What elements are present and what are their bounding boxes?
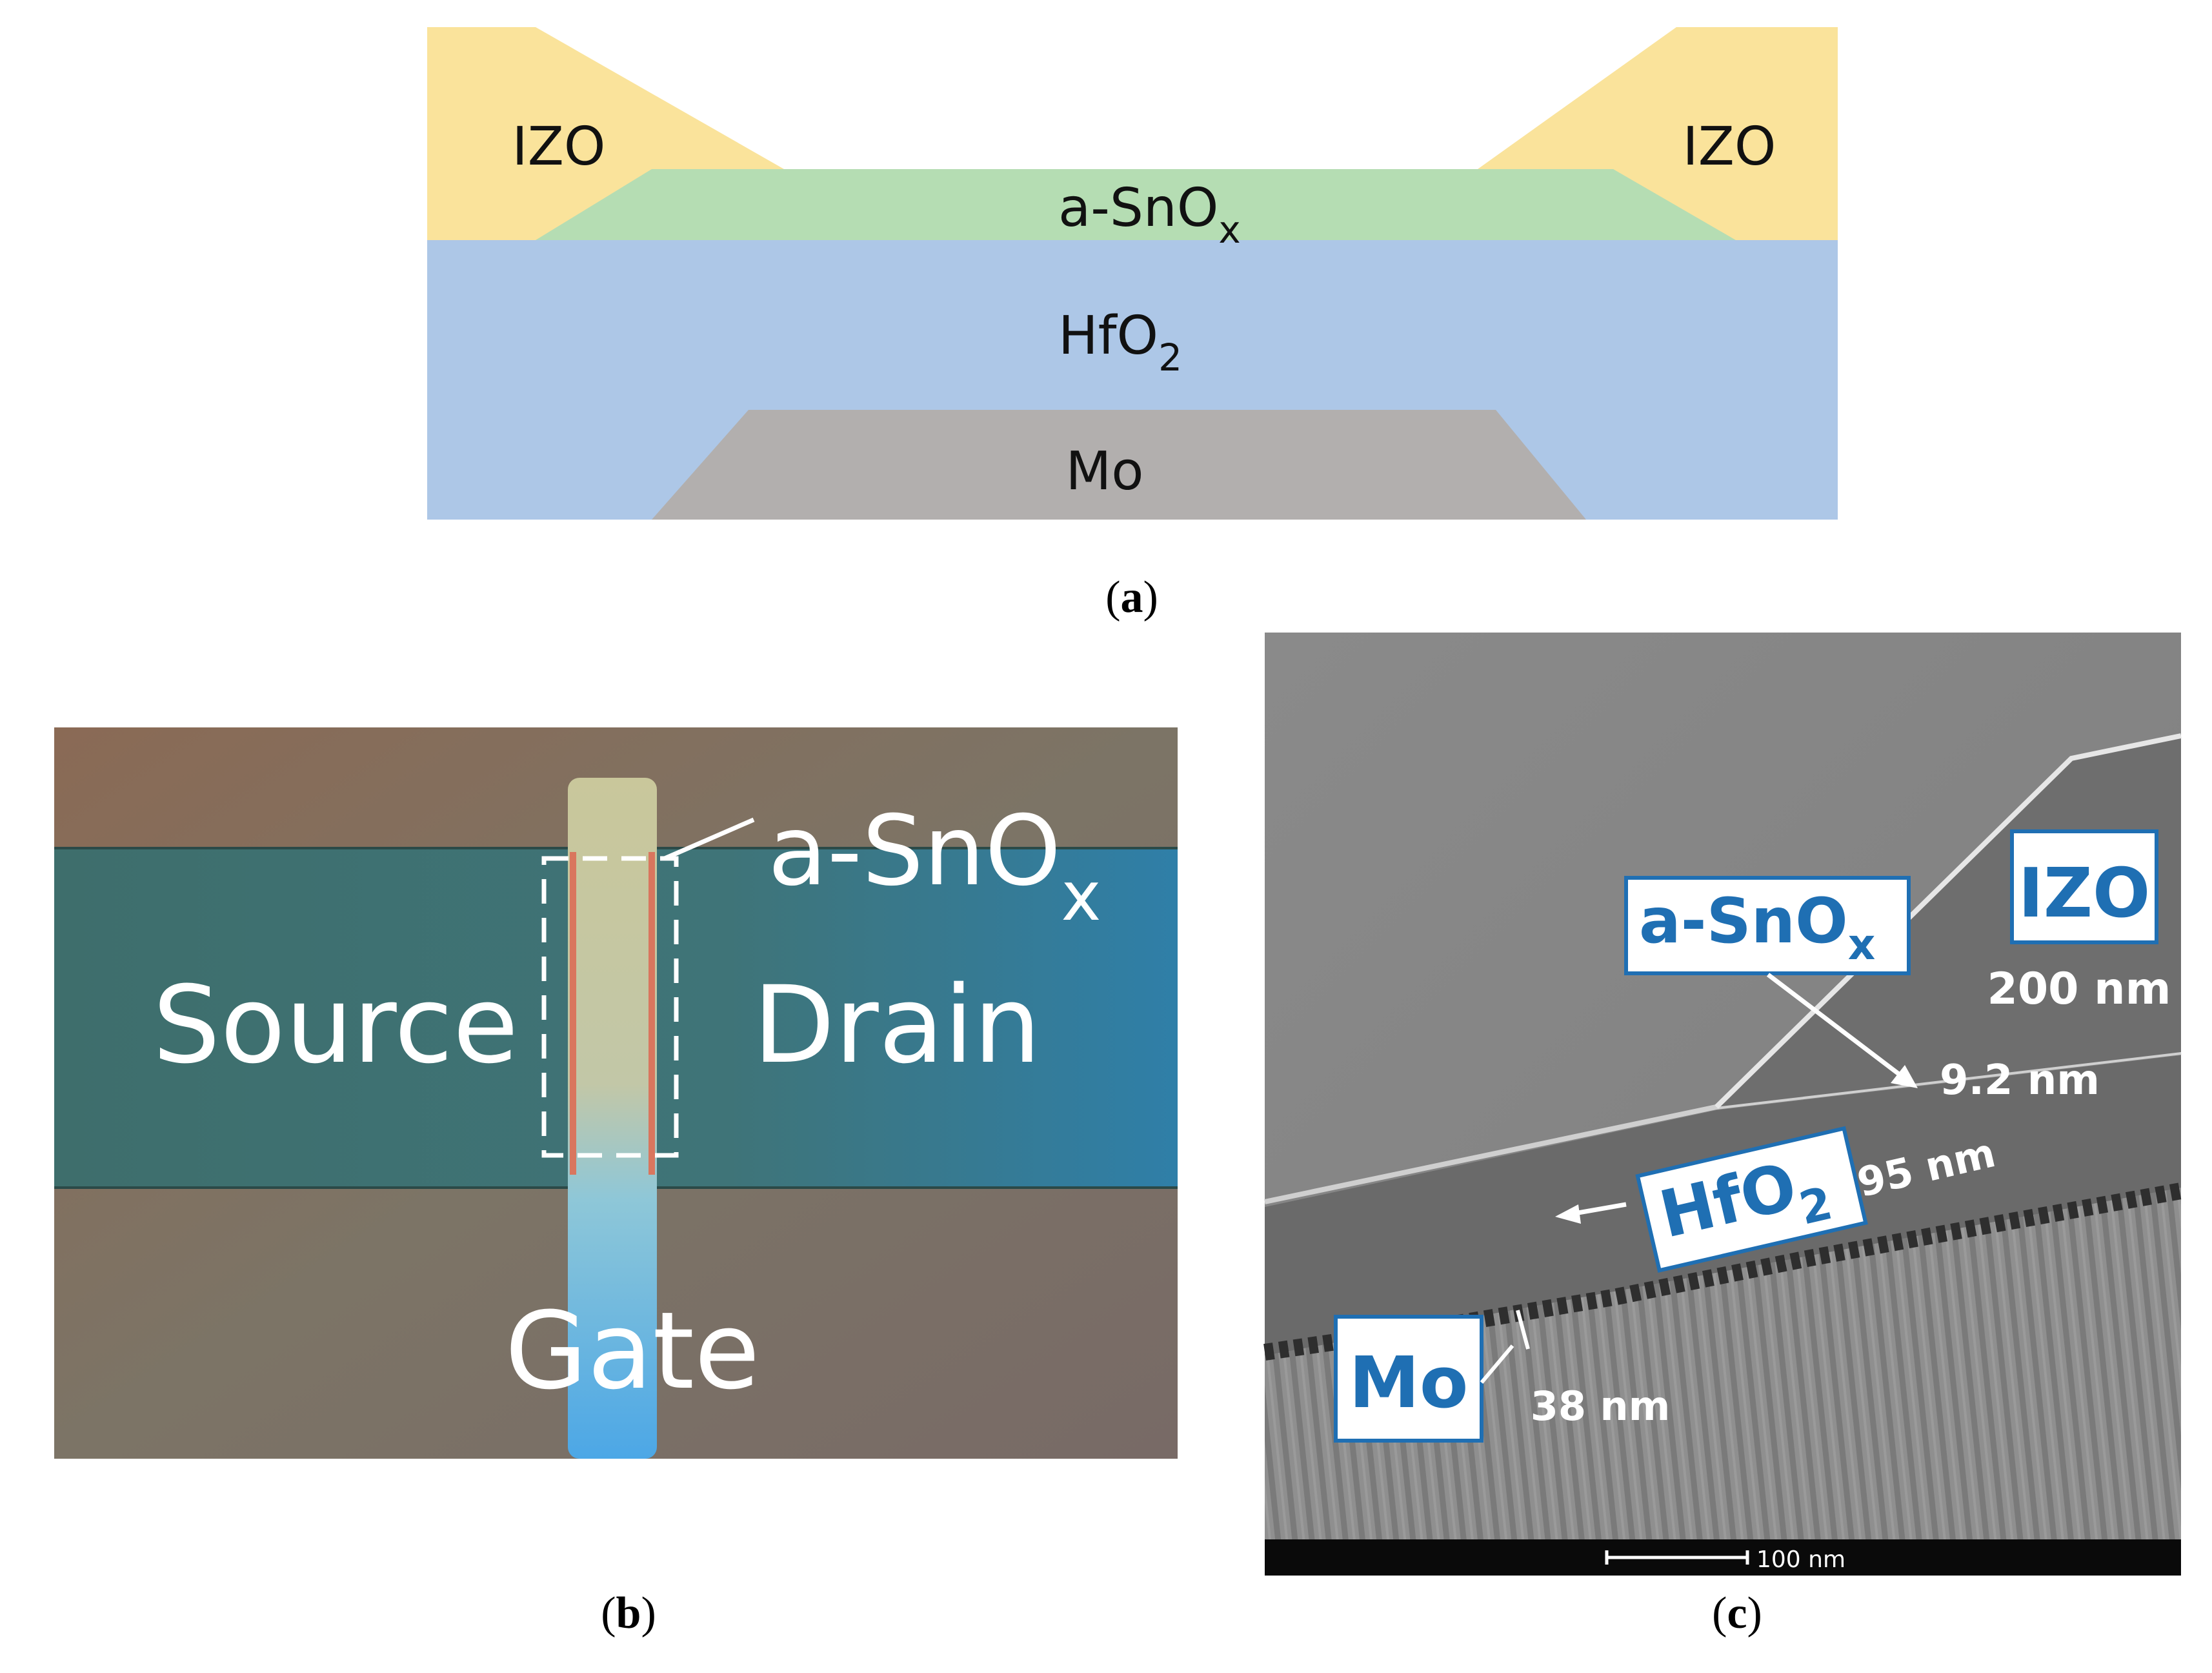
gate-metal-layer <box>652 410 1586 520</box>
caption-b-letter: b <box>616 1588 641 1638</box>
snox-label-c-subscript: x <box>1848 920 1876 969</box>
snox-label-box <box>1624 876 1911 975</box>
hfo2-label-box <box>1635 1126 1868 1273</box>
mo-label-box <box>1334 1315 1483 1443</box>
snox-label-c: a-SnOx <box>1639 885 1875 969</box>
dielectric-label-subscript: 2 <box>1158 336 1182 380</box>
hfo2-pointer-arrowhead <box>1555 1204 1581 1224</box>
mo-thickness-marker <box>1516 1310 1530 1350</box>
mo-pointer-arrow <box>1480 1344 1514 1384</box>
izo-region <box>1716 736 2181 1107</box>
panel-c-tem: IZO 200 nm a-SnOx 9.2 nm HfO2 95 nm Mo 3… <box>1263 633 2183 1638</box>
channel-label-b-base: a-SnO <box>768 795 1061 907</box>
channel-label-b-subscript: x <box>1061 857 1101 936</box>
drain-label: Drain <box>753 963 1041 1087</box>
caption-b: (b) <box>601 1588 656 1638</box>
dielectric-label: HfO2 <box>1058 305 1182 380</box>
caption-a: (a) <box>1105 573 1158 622</box>
caption-c: (c) <box>1712 1588 1762 1638</box>
channel-pointer-line <box>663 817 755 861</box>
dielectric-label-base: HfO <box>1058 305 1158 367</box>
gate-label: Gate <box>505 1289 759 1413</box>
hfo2-label-group: HfO2 <box>1635 1126 1868 1273</box>
channel-label: a-SnOx <box>1058 177 1241 252</box>
snox-pointer-arrow <box>1766 973 1904 1079</box>
caption-c-letter: c <box>1727 1588 1747 1638</box>
channel-label-b: a-SnOx <box>768 795 1101 936</box>
snox-pointer-arrowhead <box>1891 1065 1918 1088</box>
izo-thickness: 200 nm <box>1987 964 2171 1015</box>
izo-surface-edge <box>1714 733 2182 1109</box>
source-label: Source <box>153 963 519 1087</box>
snox-label-c-base: a-SnO <box>1639 885 1848 957</box>
panel-b-micrograph: a-SnOx Source Drain Gate (b) <box>54 727 1178 1638</box>
caption-a-letter: a <box>1121 573 1143 622</box>
gate-line <box>568 778 657 1459</box>
mo-label-c: Mo <box>1349 1341 1468 1424</box>
hfo2-pointer-arrow <box>1574 1202 1627 1216</box>
gate-metal-label: Mo <box>1066 441 1144 502</box>
channel-label-subscript: x <box>1218 208 1240 252</box>
izo-label-c: IZO <box>2018 854 2150 933</box>
channel-highlight-box <box>541 856 679 1158</box>
panel-a-cross-section: IZO IZO a-SnOx HfO2 Mo (a) <box>427 27 1838 622</box>
izo-label-box <box>2010 829 2158 944</box>
mo-interface-line <box>1263 1182 2183 1361</box>
izo-left-label: IZO <box>512 116 606 177</box>
mo-substrate-region <box>1265 1188 2181 1562</box>
izo-right-label: IZO <box>1683 116 1776 177</box>
channel-layer <box>536 169 1736 240</box>
mo-thickness: 38 nm <box>1531 1383 1671 1430</box>
channel-label-base: a-SnO <box>1058 177 1218 239</box>
snox-thickness: 9.2 nm <box>1940 1057 2100 1104</box>
scale-bar-label: 100 nm <box>1756 1546 1845 1573</box>
